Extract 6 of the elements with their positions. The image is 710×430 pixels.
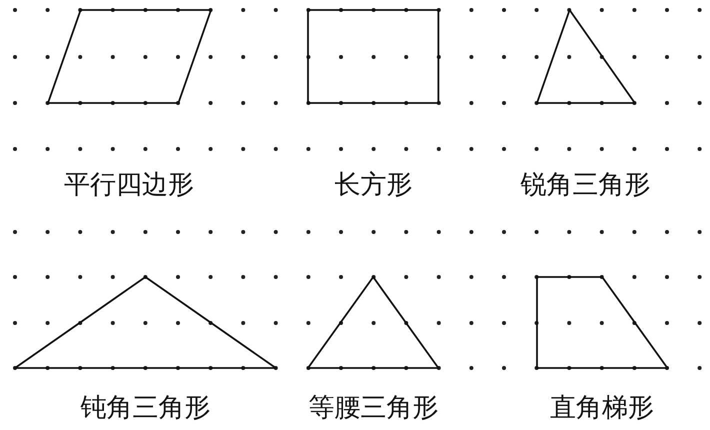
shape-name: 长方形 xyxy=(334,169,413,201)
shape-name: 平行四边形 xyxy=(64,169,194,201)
shape-name: 锐角三角形 xyxy=(520,169,650,201)
shape-name: 钝角三角形 xyxy=(80,392,210,424)
shape-name: 直角梯形 xyxy=(550,392,654,424)
shape-name: 等腰三角形 xyxy=(308,392,439,424)
